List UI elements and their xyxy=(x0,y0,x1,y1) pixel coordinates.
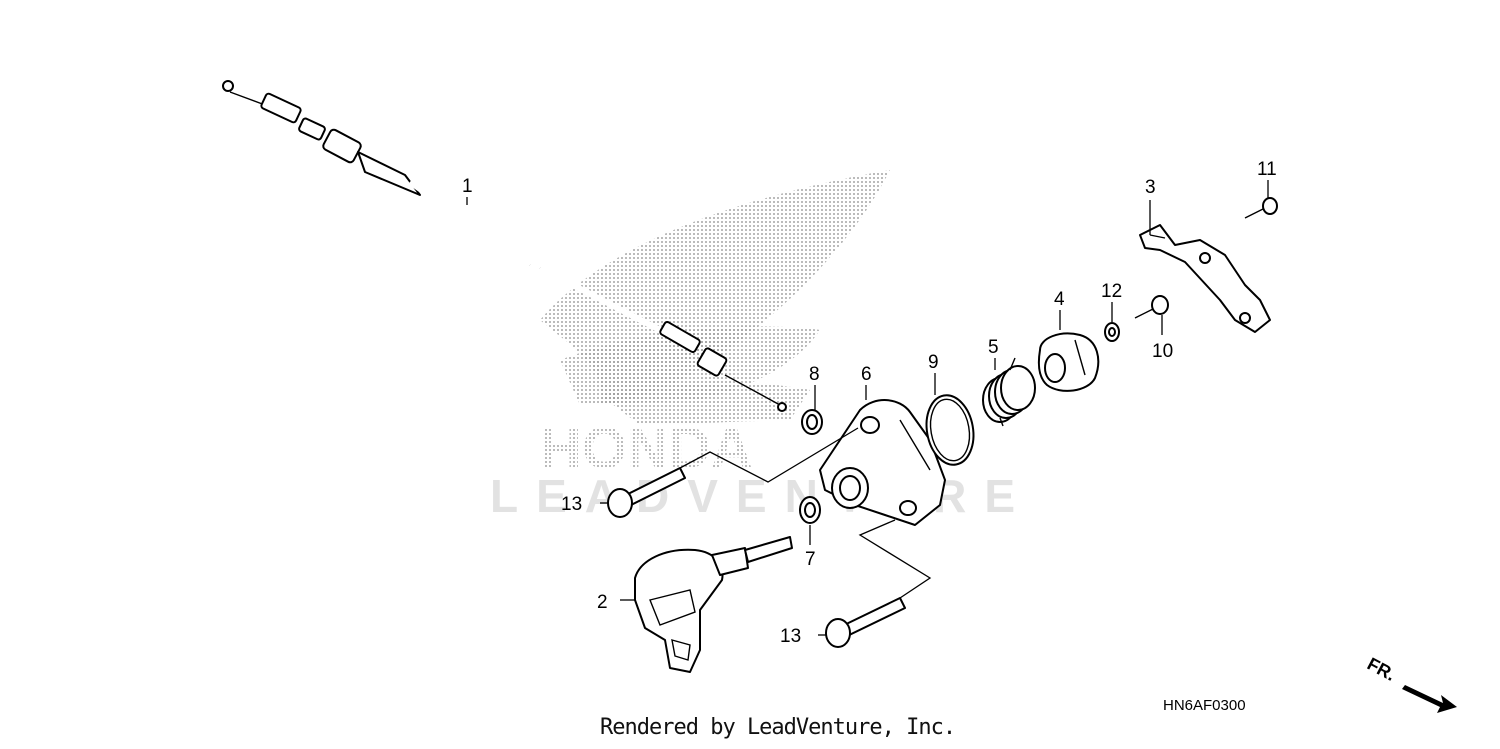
callout-12: 12 xyxy=(1101,281,1122,302)
o-ring xyxy=(925,394,975,466)
arrow-down-right-icon xyxy=(1402,685,1457,713)
small-washer xyxy=(1104,322,1120,342)
lock-nut xyxy=(799,496,821,524)
callout-10: 10 xyxy=(1152,341,1173,362)
flange-bolt-lower xyxy=(825,597,906,648)
callout-5: 5 xyxy=(988,337,999,358)
callout-6: 6 xyxy=(861,364,872,385)
leader-lines xyxy=(466,180,1269,636)
render-credit: Rendered by LeadVenture, Inc. xyxy=(600,715,956,740)
mounting-plate xyxy=(1139,224,1271,333)
direction-marker: FR. xyxy=(1365,655,1457,713)
direction-marker-text: FR. xyxy=(1365,655,1399,685)
callout-7: 7 xyxy=(805,549,816,570)
diagram-code: HN6AF0300 xyxy=(1163,697,1246,714)
callout-1: 1 xyxy=(462,176,473,197)
honda-wing-watermark: HONDA LEADVENTURE xyxy=(490,170,1015,522)
callout-8: 8 xyxy=(809,364,820,385)
callout-13-lower: 13 xyxy=(780,626,801,647)
callout-4: 4 xyxy=(1054,289,1065,310)
callout-3: 3 xyxy=(1145,177,1156,198)
callout-11: 11 xyxy=(1257,159,1277,180)
callout-13-upper: 13 xyxy=(561,494,582,515)
washer-ring xyxy=(801,409,823,435)
return-spring xyxy=(982,357,1036,427)
throttle-lever-housing xyxy=(634,536,793,673)
flange-bolt-upper xyxy=(607,467,686,518)
throttle-drum xyxy=(1037,332,1100,392)
watermark-brand-text: HONDA xyxy=(540,416,753,481)
callout-9: 9 xyxy=(928,352,939,373)
callout-labels: 1 2 3 4 5 6 7 8 9 10 11 12 13 13 xyxy=(462,159,1277,647)
throttle-cable xyxy=(222,80,787,412)
small-screw xyxy=(1244,197,1278,219)
callout-2: 2 xyxy=(597,592,608,613)
screw xyxy=(1134,295,1169,319)
